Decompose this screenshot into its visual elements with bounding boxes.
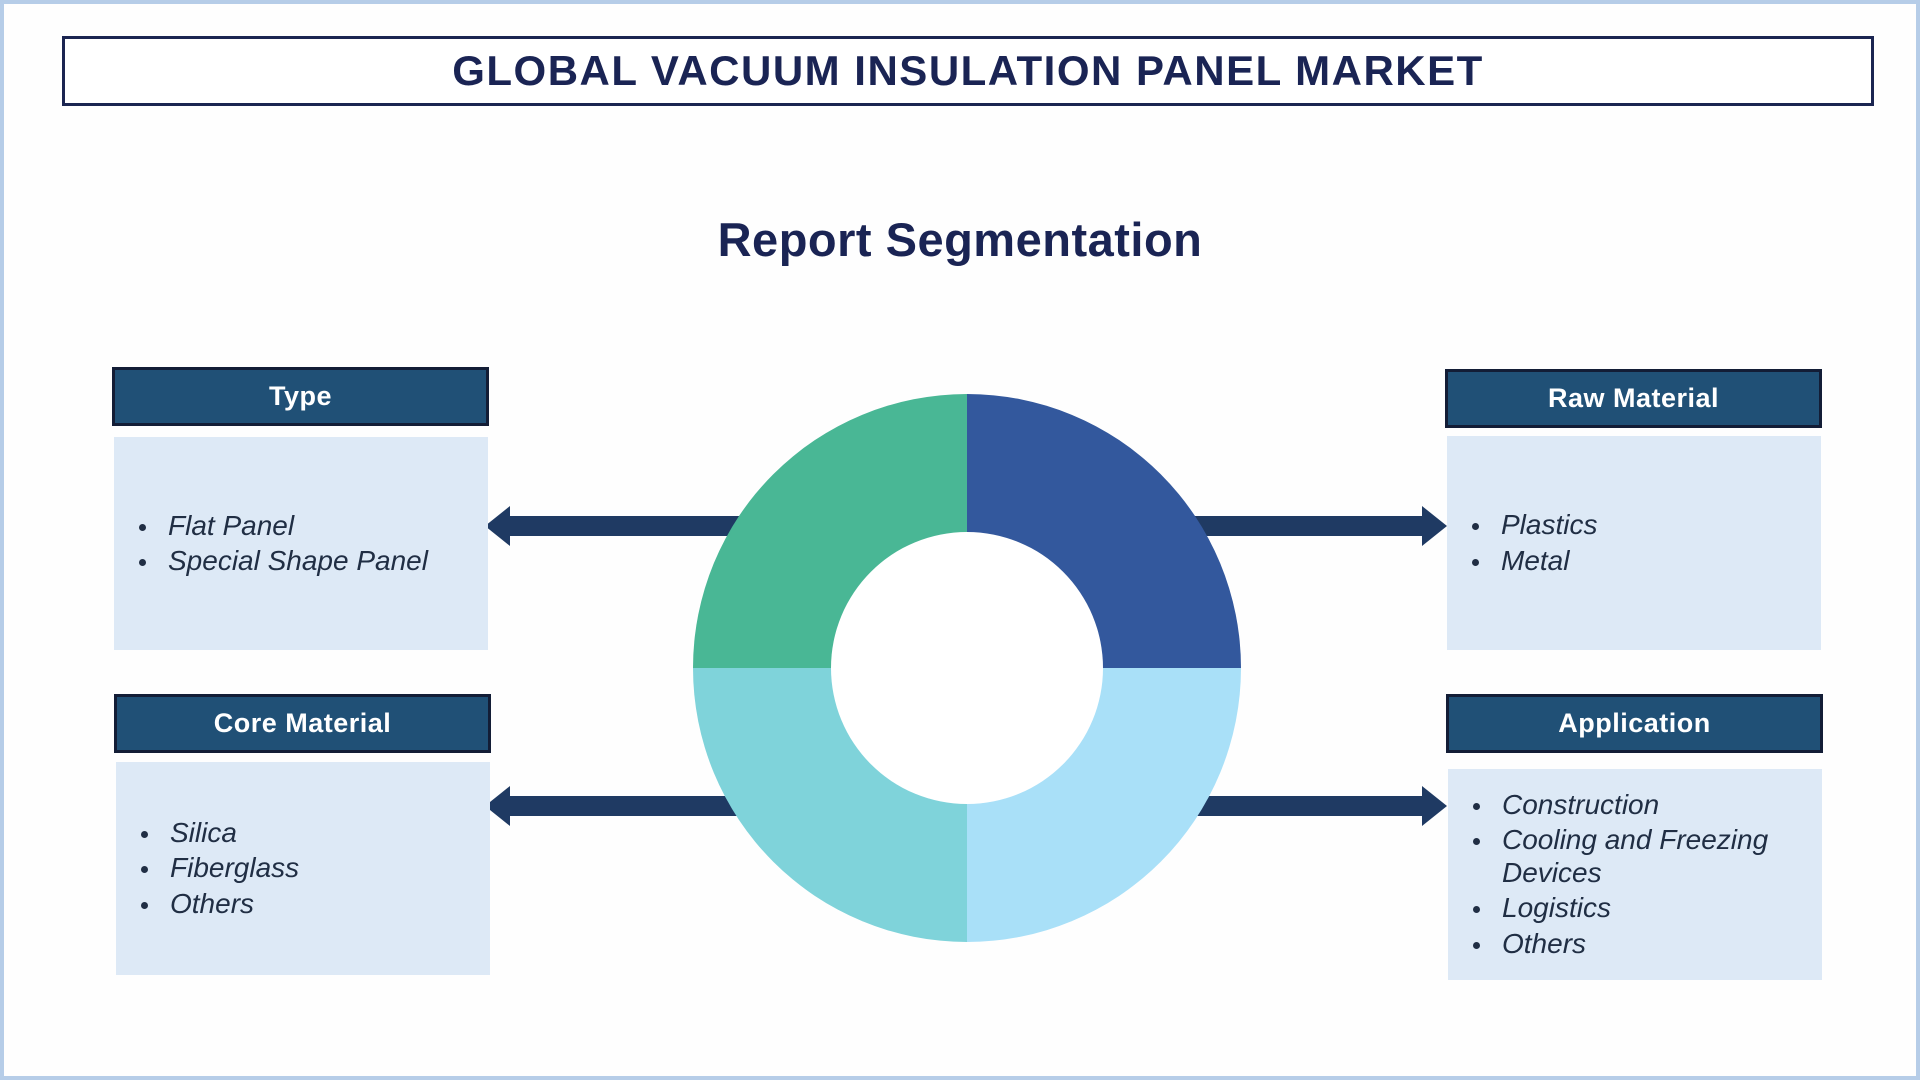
segment-header-application: Application	[1446, 694, 1823, 753]
list-item: Cooling and Freezing Devices	[1494, 824, 1822, 889]
segment-header-raw-material: Raw Material	[1445, 369, 1822, 428]
arrow-to-core-material	[485, 786, 760, 826]
segment-item-list: SilicaFiberglassOthers	[116, 814, 490, 923]
segment-body-core-material: SilicaFiberglassOthers	[116, 762, 490, 975]
list-item: Plastics	[1493, 509, 1821, 541]
arrow-to-raw-material	[1174, 506, 1447, 546]
list-item: Flat Panel	[160, 510, 488, 542]
segment-header-label: Raw Material	[1547, 383, 1720, 413]
list-item: Special Shape Panel	[160, 545, 488, 577]
segment-header-label: Type	[268, 381, 332, 411]
list-item: Logistics	[1494, 892, 1822, 924]
donut-hole	[831, 532, 1103, 804]
segment-body-type: Flat PanelSpecial Shape Panel	[114, 437, 488, 650]
page-title: GLOBAL VACUUM INSULATION PANEL MARKET	[452, 47, 1484, 94]
segment-header-type: Type	[112, 367, 489, 426]
list-item: Others	[1494, 928, 1822, 960]
segment-body-raw-material: PlasticsMetal	[1447, 436, 1821, 650]
arrow-to-type	[485, 506, 760, 546]
segment-item-list: ConstructionCooling and Freezing Devices…	[1448, 786, 1822, 963]
subtitle: Report Segmentation	[717, 213, 1203, 266]
segment-body-application: ConstructionCooling and Freezing Devices…	[1448, 769, 1822, 980]
segment-item-list: Flat PanelSpecial Shape Panel	[114, 507, 488, 581]
segment-header-core-material: Core Material	[114, 694, 491, 753]
list-item: Metal	[1493, 545, 1821, 577]
list-item: Others	[162, 888, 490, 920]
list-item: Silica	[162, 817, 490, 849]
donut-chart	[693, 394, 1241, 942]
title-box: GLOBAL VACUUM INSULATION PANEL MARKET	[62, 36, 1874, 106]
arrow-to-application	[1174, 786, 1447, 826]
segment-header-label: Application	[1558, 708, 1711, 738]
list-item: Fiberglass	[162, 852, 490, 884]
segment-item-list: PlasticsMetal	[1447, 506, 1821, 580]
segment-header-label: Core Material	[213, 708, 392, 738]
list-item: Construction	[1494, 789, 1822, 821]
